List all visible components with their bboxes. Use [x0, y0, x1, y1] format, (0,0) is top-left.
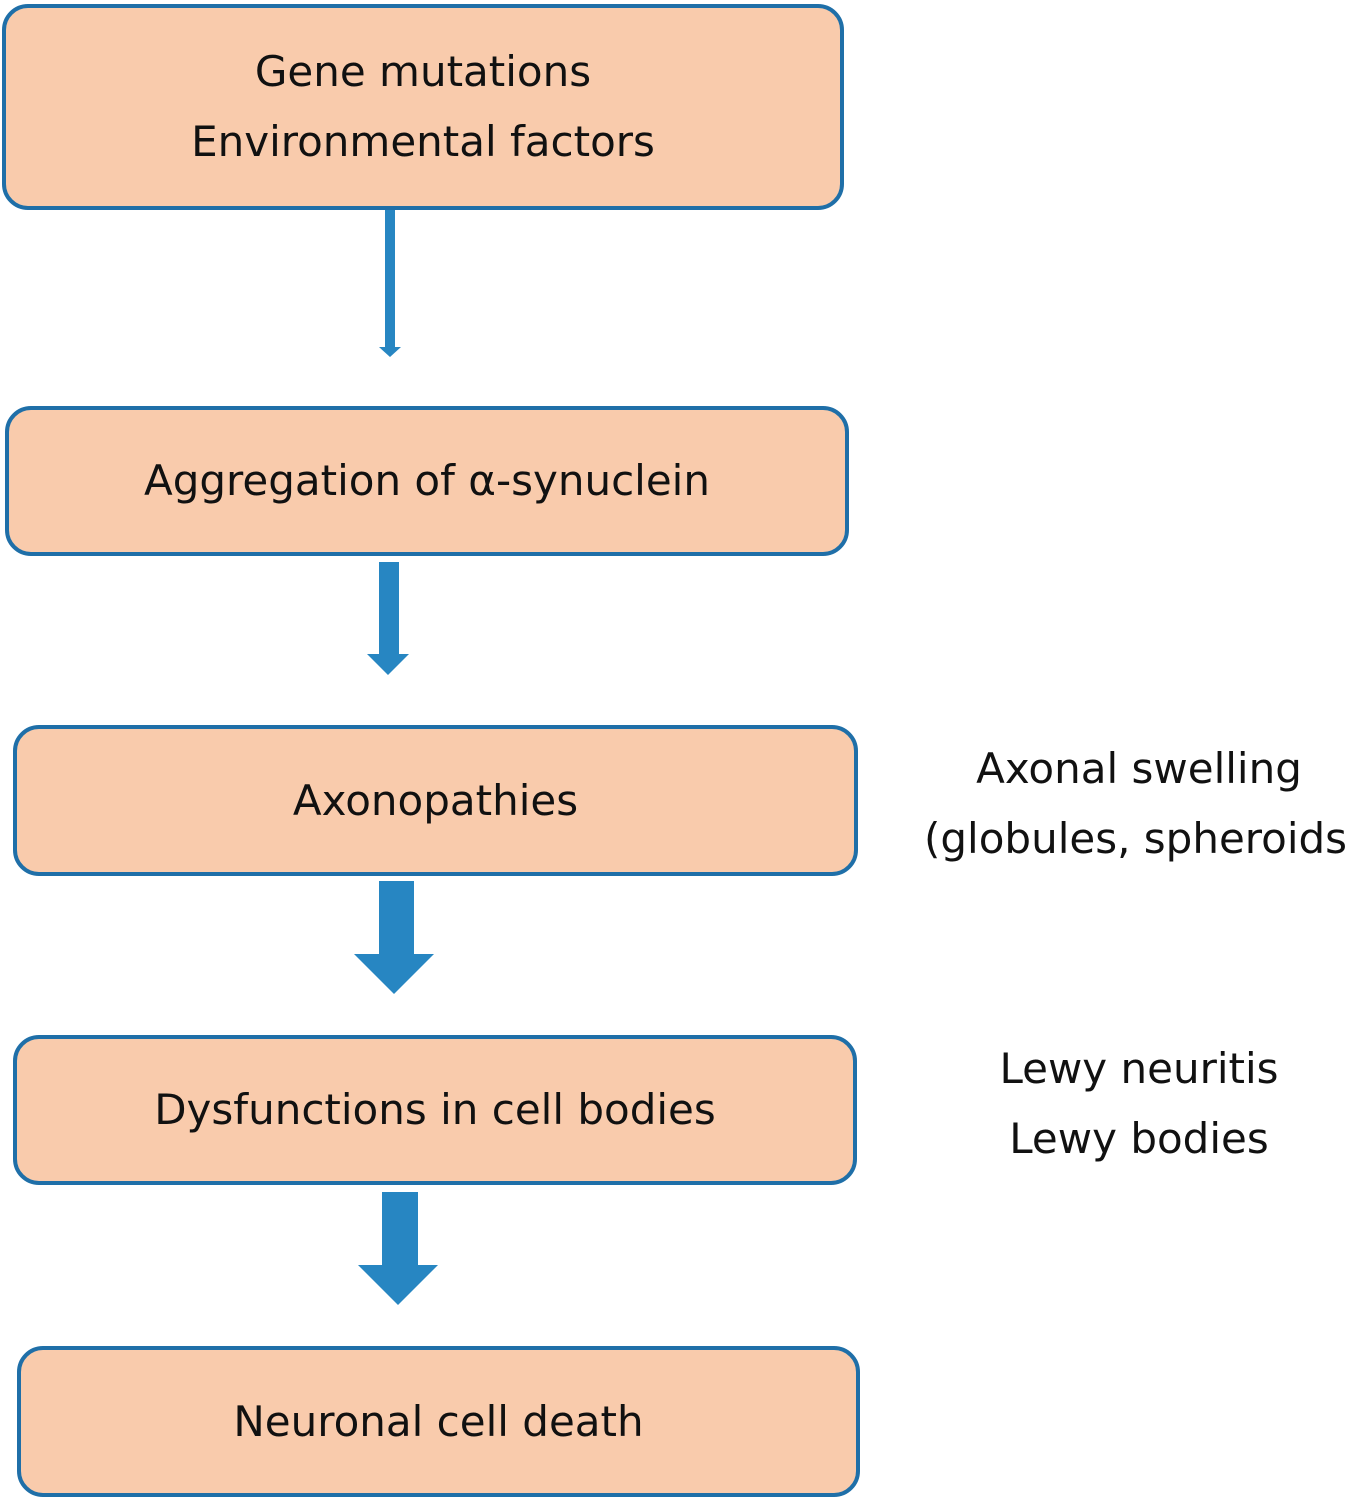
step-text: Dysfunctions in cell bodies [154, 1085, 716, 1134]
side-note-lewy: Lewy neuritis Lewy bodies [924, 1034, 1346, 1174]
side-note-text: Lewy neuritis [999, 1044, 1279, 1093]
step-text: Aggregation of α-synuclein [144, 456, 710, 505]
step-box-aggregation: Aggregation of α-synuclein [5, 406, 849, 556]
side-note-text: Lewy bodies [1009, 1114, 1269, 1163]
down-arrow-4 [358, 1192, 438, 1305]
step-text: Environmental factors [191, 117, 655, 166]
step-text: Axonopathies [292, 775, 579, 825]
step-text: Neuronal cell death [233, 1396, 644, 1446]
step-box-gene-mutations: Gene mutations Environmental factors [2, 4, 844, 210]
side-note-axonal-swelling: Axonal swelling (globules, spheroids) [924, 734, 1346, 874]
down-arrow-3 [354, 881, 434, 994]
side-note-text: (globules, spheroids) [924, 814, 1346, 863]
down-arrow-2 [367, 562, 409, 675]
step-box-dysfunctions: Dysfunctions in cell bodies [13, 1035, 857, 1185]
step-box-cell-death: Neuronal cell death [17, 1346, 860, 1497]
step-box-axonopathies: Axonopathies [13, 725, 858, 876]
step-text: Gene mutations [254, 47, 592, 96]
down-arrow-1 [379, 210, 401, 357]
side-note-text: Axonal swelling [976, 744, 1302, 793]
